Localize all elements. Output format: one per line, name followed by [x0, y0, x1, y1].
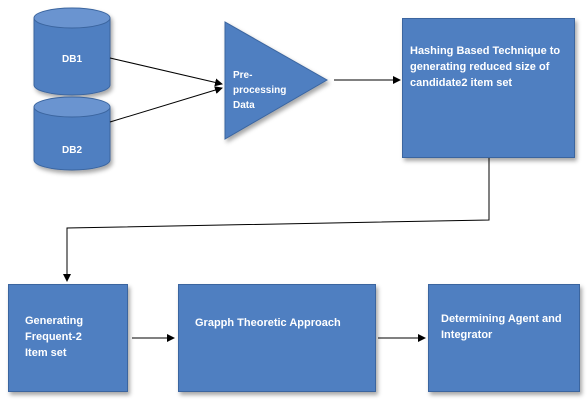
- graph-label: Grapph Theoretic Approach: [195, 317, 341, 329]
- db2-label: DB2: [62, 145, 83, 156]
- frequent-label: Generating Frequent-2 Item set: [25, 315, 84, 359]
- arrow-db1-to-preprocessing: [109, 57, 223, 87]
- db1-label: DB1: [62, 54, 83, 65]
- hashing-box: Hashing Based Technique to generating re…: [402, 18, 575, 158]
- determining-label: Determining Agent and Integrator: [441, 313, 562, 341]
- arrow-db2-to-preprocessing: [109, 86, 223, 123]
- db2-cylinder: [33, 96, 111, 171]
- preprocessing-triangle: [224, 21, 329, 140]
- hashing-label: Hashing Based Technique to generating re…: [410, 45, 561, 89]
- db1-cylinder: [33, 7, 111, 96]
- graph-box: Grapph Theoretic Approach: [178, 284, 376, 392]
- frequent-box: Generating Frequent-2 Item set: [8, 284, 128, 392]
- preprocessing-label: Pre-processing Data: [233, 70, 287, 111]
- arrow-hashing-to-frequent: [63, 157, 490, 282]
- determining-box: Determining Agent and Integrator: [428, 284, 580, 392]
